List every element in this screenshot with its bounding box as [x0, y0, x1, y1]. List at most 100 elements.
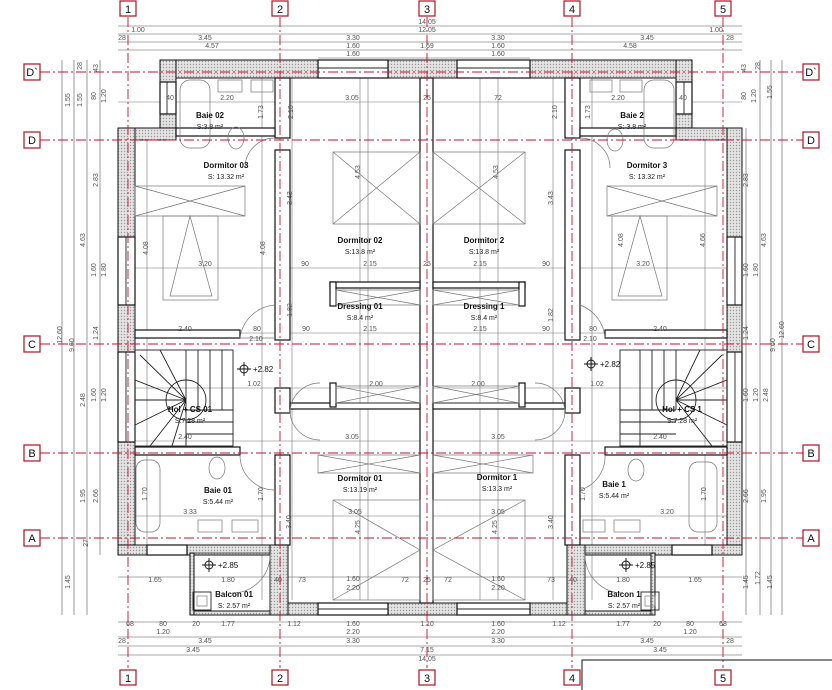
dimension-label: 3.05	[345, 95, 359, 102]
dimension-label: 1.70	[142, 487, 149, 501]
dimension-label: 80	[589, 326, 597, 333]
dimension-label: 28	[77, 62, 84, 70]
grid-row-label: D	[807, 135, 815, 147]
dimension-label: 1.55	[77, 93, 84, 107]
dimension-label: 2.20	[346, 585, 360, 592]
grid-bubble-row	[802, 131, 820, 149]
dimension-label: 28	[755, 62, 762, 70]
dimension-label: 3.20	[198, 261, 212, 268]
dimension-label: 2.10	[552, 105, 559, 119]
dimension-label: 1.55	[767, 85, 774, 99]
grid-bubble-row	[23, 131, 41, 149]
dimension-label: 1.60	[346, 576, 360, 583]
dimension-label: 90	[301, 261, 309, 268]
room-name: Dormitor 01	[338, 474, 383, 483]
level-value: +2.85	[635, 561, 656, 570]
dimension-label: 9.60	[770, 338, 777, 352]
dimension-label: 1.10	[420, 621, 434, 628]
room-name: Hol + CS 1	[662, 405, 702, 414]
dimension-label: 80	[686, 621, 694, 628]
bathtubs	[135, 79, 718, 533]
room-name: Hol + CS 01	[168, 405, 213, 414]
dimension-label: 3.43	[548, 191, 555, 205]
dimension-label: 1.20	[751, 89, 758, 103]
dimension-label: 1.20	[101, 89, 108, 103]
dimension-label: 3.45	[640, 35, 654, 42]
room-dormitor-2: Dormitor 2 S:13.8 m²	[464, 236, 505, 256]
dimension-label: 2.10	[249, 336, 263, 343]
dimension-label: 2.83	[743, 173, 750, 187]
room-name: Dormitor 3	[627, 161, 668, 170]
dimension-label: 2.48	[763, 388, 770, 402]
grid-bubble-row	[802, 444, 820, 462]
dimension-label: 3.30	[346, 35, 360, 42]
room-name: Baie 2	[620, 111, 644, 120]
dimension-label: 1.70	[701, 487, 708, 501]
grid-bubble-col	[563, 669, 581, 686]
room-dressing-01: Dressing 01S:8.4 m²	[337, 302, 383, 322]
room-baie-2: Baie 2S: 3.8 m²	[618, 111, 647, 131]
room-balcon-1: Balcon 1S: 2.57 m²	[607, 590, 641, 610]
dimension-label: 1.60	[491, 43, 505, 50]
title-block-border	[581, 659, 832, 690]
grid-col-label: 4	[569, 4, 575, 16]
level-marker: +2.85	[202, 558, 239, 572]
dimension-label: 3.45	[640, 638, 654, 645]
dimension-label: 80	[91, 92, 98, 100]
grid-bubble-row	[23, 335, 41, 353]
grid-bubble-col	[119, 0, 137, 17]
room-area: S:13.8 m²	[469, 249, 500, 256]
dimension-label: 4.25	[355, 520, 362, 534]
dimension-label: 14.05	[418, 19, 436, 26]
dimension-label: 1.82	[287, 303, 294, 317]
level-value: +2.82	[253, 365, 274, 374]
dimension-label: 1.73	[585, 105, 592, 119]
dimension-label: 1.70	[580, 487, 587, 501]
dimension-label: 4.58	[623, 43, 637, 50]
grid-row-label: A	[807, 533, 815, 545]
windows	[117, 59, 743, 616]
dimension-label: 1.45	[767, 575, 774, 589]
room-area: S: 2.57 m²	[218, 603, 251, 610]
room-dormitor-03: Dormitor 03S: 13.32 m²	[204, 161, 249, 181]
grid-col-label: 3	[424, 4, 430, 16]
dimension-label: 25	[423, 95, 431, 102]
dimension-label: 68	[719, 621, 727, 628]
room-area: S:7.28 m²	[175, 418, 206, 425]
dimension-label: 2.15	[473, 326, 487, 333]
dimension-label: 2.10	[288, 105, 295, 119]
room-name: Dormitor 02	[338, 236, 383, 245]
dimension-label: 2.15	[363, 326, 377, 333]
dimension-label: 3.45	[198, 35, 212, 42]
dimension-label: 12.05	[418, 27, 436, 34]
dimension-label: 2.15	[473, 261, 487, 268]
dimension-label: 80	[253, 326, 261, 333]
dimension-label: 1.55	[65, 93, 72, 107]
dimension-label: 4.53	[355, 165, 362, 179]
dimension-label: 4.08	[143, 241, 150, 255]
grid-row-label: B	[807, 448, 814, 460]
dimension-label: 3.30	[346, 638, 360, 645]
dimension-label: 1.24	[93, 326, 100, 340]
dimension-label: 3.40	[548, 515, 555, 529]
dimension-label: 2.20	[346, 629, 360, 636]
room-dormitor-1: Dormitor 1S:13.3 m²	[477, 473, 518, 493]
dimension-label: 2.83	[93, 173, 100, 187]
room-name: Dressing 1	[464, 302, 505, 311]
room-area: S:13.8 m²	[345, 249, 376, 256]
dimension-label: 73	[298, 577, 306, 584]
grid-col-label: 5	[720, 673, 726, 685]
dimension-label: 28	[726, 35, 734, 42]
dimension-label: 1.65	[148, 577, 162, 584]
dimension-label: 1.45	[743, 575, 750, 589]
room-area: S:13.3 m²	[482, 486, 513, 493]
room-name: Baie 01	[204, 486, 233, 495]
room-name: Dormitor 2	[464, 236, 505, 245]
dimension-label: 1.60	[91, 263, 98, 277]
room-name: Dressing 01	[337, 302, 383, 311]
level-marker: +2.82	[584, 357, 621, 371]
dimension-label: 90	[542, 261, 550, 268]
dimension-label: 2.40	[178, 434, 192, 441]
grid-bubble-col	[714, 0, 732, 17]
exterior-walls	[117, 59, 743, 616]
